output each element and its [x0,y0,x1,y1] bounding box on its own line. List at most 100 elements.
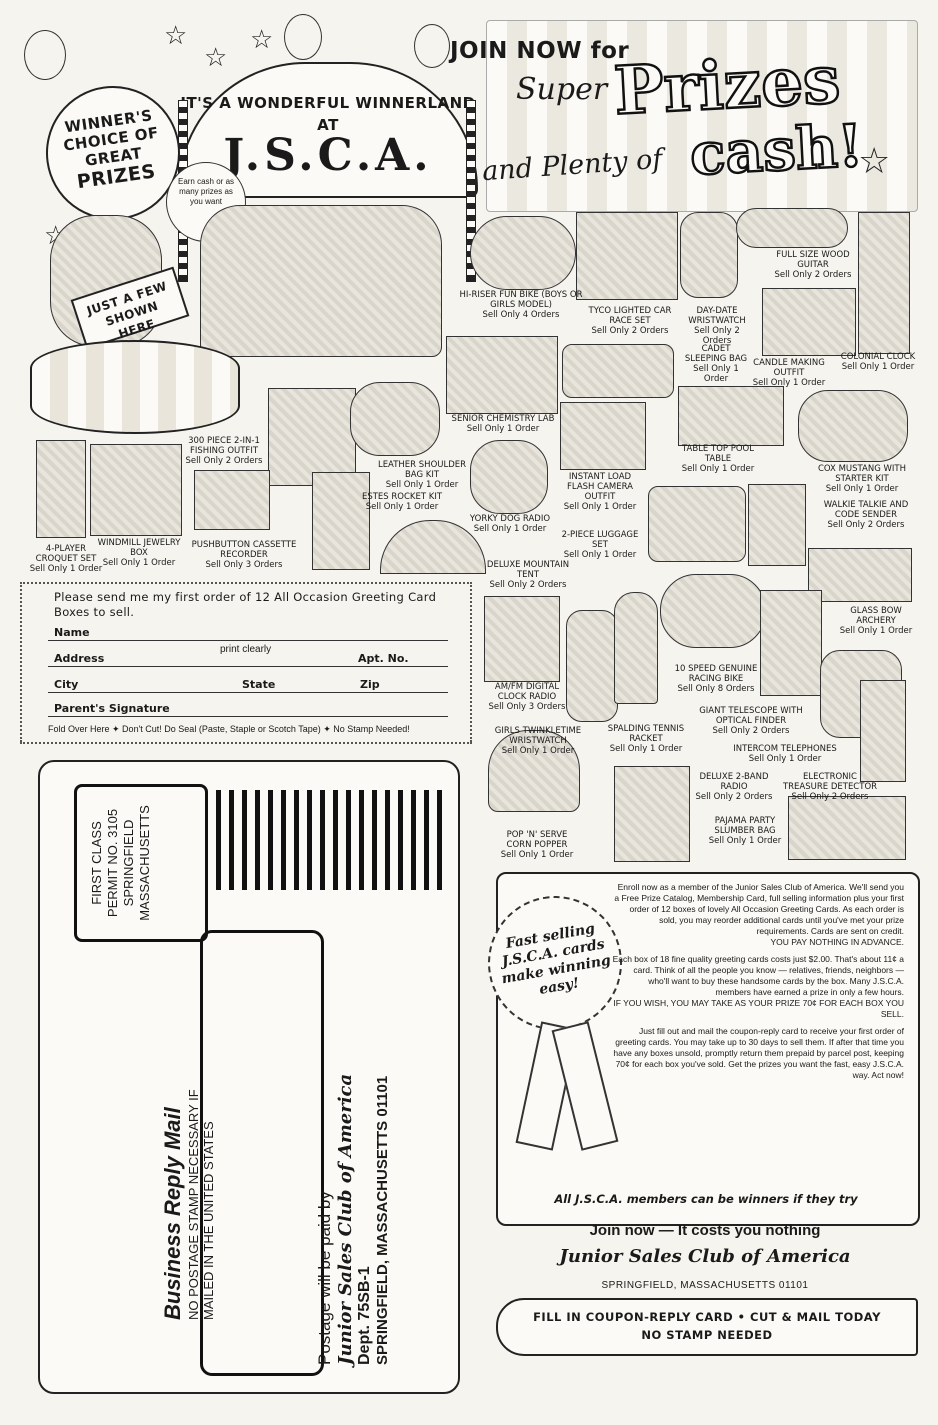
banner-jsca: J.S.C.A. [223,130,433,181]
prize-order: Sell Only 1 Order [29,564,103,574]
info-p1: Enroll now as a member of the Junior Sal… [614,882,904,936]
prize-name: DELUXE 2-BAND RADIO [699,772,769,792]
prize-name: PAJAMA PARTY SLUMBER BAG [714,816,776,836]
star-icon: ☆ [250,24,274,54]
prize-name: COLONIAL CLOCK [840,352,916,362]
prize-name: CADET SLEEPING BAG [684,344,748,364]
cartoon-crowd-image [200,205,442,357]
prize-order: Sell Only 1 Order [841,362,915,372]
prize-name: AM/FM DIGITAL CLOCK RADIO [494,682,560,702]
prize-order: Sell Only 4 Orders [482,310,560,320]
brm-text-block: Business Reply Mail NO POSTAGE STAMP NEC… [160,970,260,1410]
coupon-fold-line [20,742,472,744]
prize-order: Sell Only 1 Order [825,484,899,494]
treasure-detector-image [860,680,906,782]
first-class-text-block: FIRST CLASS PERMIT NO. 3105 SPRINGFIELD … [89,787,193,939]
no-postage-text: NO POSTAGE STAMP NECESSARY IF [186,1089,201,1320]
prize-name: POP 'N' SERVE CORN POPPER [506,830,568,850]
apt-label: Apt. No. [358,652,409,665]
mailed-us-text: MAILED IN THE UNITED STATES [201,1121,216,1320]
prize-order: Sell Only 1 Order [563,502,637,512]
prize-order: Sell Only 3 Orders [488,702,566,712]
state-label: State [242,678,276,691]
parent-signature-label: Parent's Signature [54,702,170,715]
address-field[interactable] [48,666,448,667]
winnerland-scene: ☆ ☆ ☆ ☆ [14,14,484,580]
girls-watch-image [566,610,618,722]
prize-order: Sell Only 1 Order [748,754,822,764]
croquet-image [36,440,86,538]
info-p3: Just fill out and mail the coupon-reply … [613,1026,904,1080]
prize-order: Sell Only 1 Order [500,850,574,860]
coupon-intro: Please send me my first order of 12 All … [54,590,437,619]
prize-order: Sell Only 3 Orders [205,560,283,570]
prize-order: Sell Only 2 Orders [827,520,905,530]
prize-order: Sell Only 1 Order [693,364,739,384]
footer-club-name: Junior Sales Club of America [559,1246,851,1267]
super-text: Super [516,72,608,107]
coupon-top-border [20,582,472,584]
prize-name: INSTANT LOAD FLASH CAMERA OUTFIT [567,472,633,502]
reply-address: SPRINGFIELD, MASSACHUSETTS 01101 [374,1075,391,1365]
city-state-zip-field[interactable] [48,692,448,693]
reply-club-name: Junior Sales Club of America [335,1073,356,1365]
prize-name: HI-RISER FUN BIKE (BOYS OR GIRLS MODEL) [459,290,583,310]
prize-name: DELUXE MOUNTAIN TENT [486,560,570,580]
yorky-dog-image [470,440,548,514]
prize-order: Sell Only 1 Order [563,550,637,560]
info-p1b: YOU PAY NOTHING IN ADVANCE. [770,937,904,947]
corn-popper-image [488,730,580,812]
prize-order: Sell Only 1 Order [708,836,782,846]
camera-image [560,402,646,470]
prize-order: Sell Only 1 Order [102,558,176,568]
slumber-bag-image [788,796,906,860]
luggage-image [648,486,746,562]
cassette-recorder-image [194,470,270,530]
prize-order: Sell Only 2 Orders [695,792,773,802]
parent-signature-field[interactable] [48,716,448,717]
prize-name: CANDLE MAKING OUTFIT [753,358,825,378]
prize-order: Sell Only 1 Order [752,378,826,388]
prize-name: COX MUSTANG WITH STARTER KIT [817,464,907,484]
prize-order: Sell Only 2 Orders [489,580,567,590]
ribbon-text: Fast selling J.S.C.A. cards make winning… [485,917,625,1007]
coupon-right-border [470,582,472,742]
windmill-box-image [90,444,182,536]
address-label: Address [54,652,105,665]
name-field[interactable] [48,640,448,641]
city-label: City [54,678,79,691]
earn-text: Earn cash or as many prizes as you want [177,177,235,206]
pool-table-image [678,386,784,446]
no-stamp-text: NO STAMP NEEDED [641,1328,773,1342]
prize-name: GLASS BOW ARCHERY [850,606,902,626]
star-icon: ☆ [204,42,228,72]
info-text: Enroll now as a member of the Junior Sal… [612,882,904,1081]
prize-order: Sell Only 1 Order [473,524,547,534]
prize-name: ESTES ROCKET KIT [361,492,443,502]
fold-instructions: Fold Over Here ✦ Don't Cut! Do Seal (Pas… [48,724,410,734]
reply-border-frame [200,930,324,1376]
circus-pedestal [30,340,240,434]
prize-name: WALKIE TALKIE AND CODE SENDER [823,500,909,520]
prize-name: 10 SPEED GENUINE RACING BIKE [674,664,758,684]
reply-dept: Dept. 75SB-1 [356,1266,373,1365]
permit-number: PERMIT NO. 3105 [105,808,120,918]
plenty-text: and Plenty of [481,143,664,188]
clock-image [858,212,910,354]
prize-name: TYCO LIGHTED CAR RACE SET [588,306,672,326]
